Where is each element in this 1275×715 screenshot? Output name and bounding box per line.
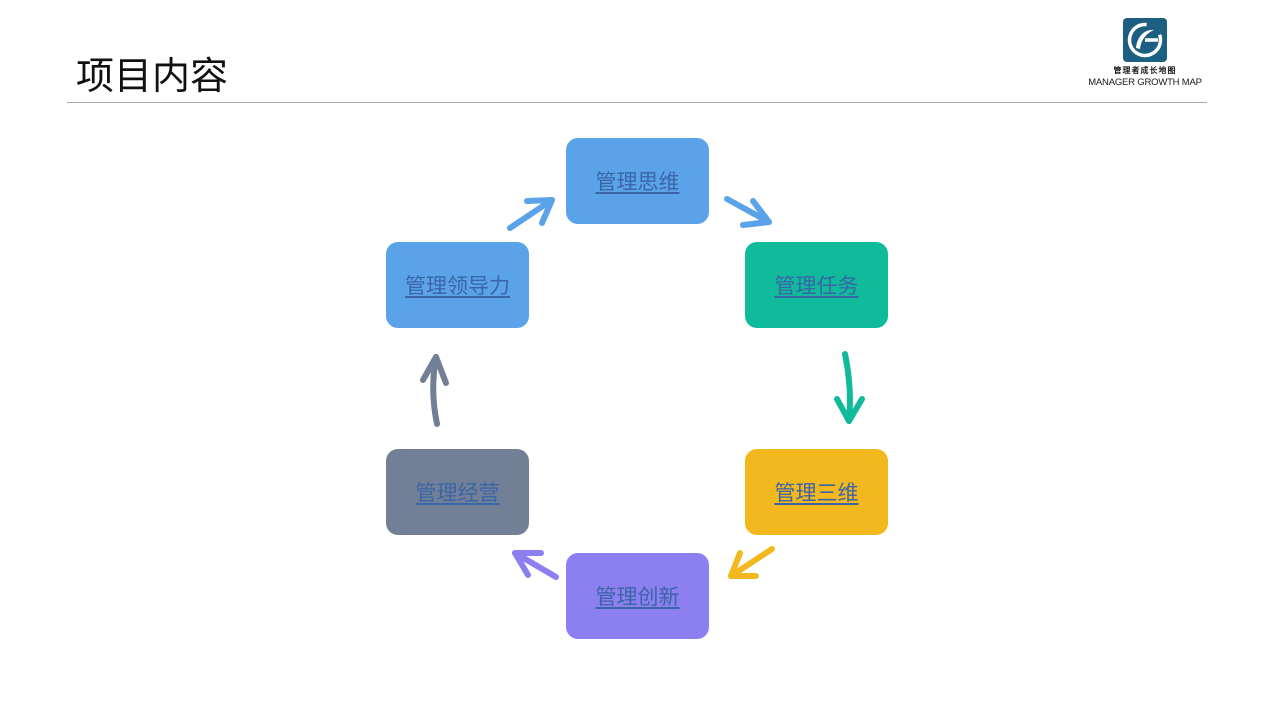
node-tasks-label[interactable]: 管理任务 <box>774 274 859 298</box>
arrow-leadership-to-thinking <box>507 197 555 231</box>
node-operation[interactable]: 管理经营 <box>386 449 529 535</box>
node-thinking[interactable]: 管理思维 <box>566 138 709 224</box>
logo-english-text: MANAGER GROWTH MAP <box>1088 77 1202 88</box>
arrow-three-dimensions-to-innovation <box>728 546 775 579</box>
node-leadership[interactable]: 管理领导力 <box>386 242 529 328</box>
node-three-dimensions[interactable]: 管理三维 <box>745 449 888 535</box>
title-divider <box>67 102 1207 103</box>
logo-g-icon <box>1123 18 1167 62</box>
node-leadership-label[interactable]: 管理领导力 <box>405 274 510 298</box>
node-innovation[interactable]: 管理创新 <box>566 553 709 639</box>
node-tasks[interactable]: 管理任务 <box>745 242 888 328</box>
node-thinking-label[interactable]: 管理思维 <box>595 170 680 194</box>
page-title: 项目内容 <box>76 54 229 98</box>
logo-chinese-text: 管理者成长地图 <box>1113 66 1177 75</box>
node-operation-label[interactable]: 管理经营 <box>415 481 500 505</box>
node-innovation-label[interactable]: 管理创新 <box>595 585 680 609</box>
arrow-thinking-to-tasks <box>724 196 772 228</box>
node-three-dimensions-label[interactable]: 管理三维 <box>774 481 859 505</box>
brand-logo: 管理者成长地图 MANAGER GROWTH MAP <box>1082 16 1208 92</box>
arrow-tasks-to-three-dimensions <box>834 351 865 424</box>
arrow-innovation-to-operation <box>512 550 559 580</box>
arrow-operation-to-leadership <box>420 354 449 427</box>
